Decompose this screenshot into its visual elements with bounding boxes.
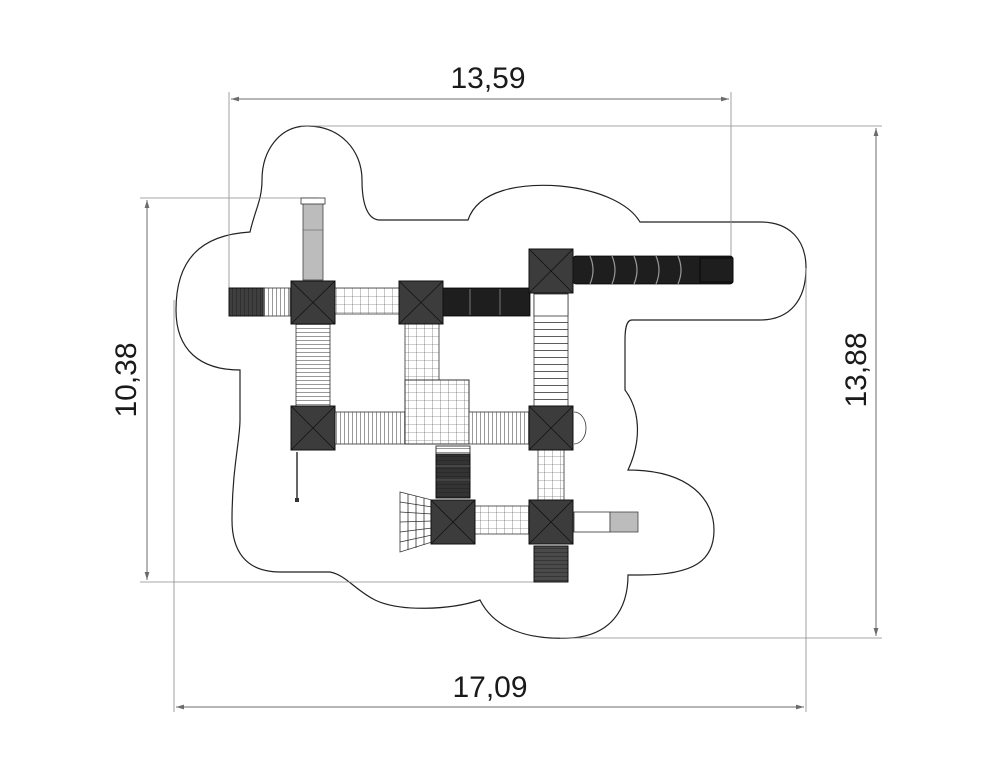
deck-t1-t4 [295, 323, 331, 407]
rope-net [399, 491, 433, 553]
bridge-t4-center [334, 411, 406, 445]
tower-8 [528, 499, 574, 545]
ladder-t6-t8 [537, 449, 565, 501]
tower-4 [290, 405, 336, 451]
playground-structure [228, 197, 734, 583]
safety-zone-outline [175, 125, 807, 639]
bridge-t1-t2 [334, 287, 400, 315]
ladder-t2 [404, 323, 440, 381]
tunnel-t2-t3 [441, 287, 531, 317]
dim-label-left: 10,38 [110, 342, 143, 417]
bridge-center-t6 [468, 411, 530, 445]
dim-label-bottom: 17,09 [452, 671, 527, 704]
panel-semicircle [573, 411, 587, 445]
tower-1 [290, 280, 336, 325]
bridge-t7-t8 [474, 505, 530, 535]
dim-label-right: 13,88 [840, 332, 873, 407]
climbing-net-center [404, 379, 470, 445]
tower-3 [528, 248, 574, 294]
slide-top [302, 199, 324, 281]
tower-6 [528, 405, 574, 451]
tower-7 [430, 499, 476, 545]
tower-2 [398, 280, 444, 325]
dim-label-top: 13,59 [450, 62, 525, 95]
platform-left [263, 287, 291, 317]
slide-right [573, 511, 611, 533]
